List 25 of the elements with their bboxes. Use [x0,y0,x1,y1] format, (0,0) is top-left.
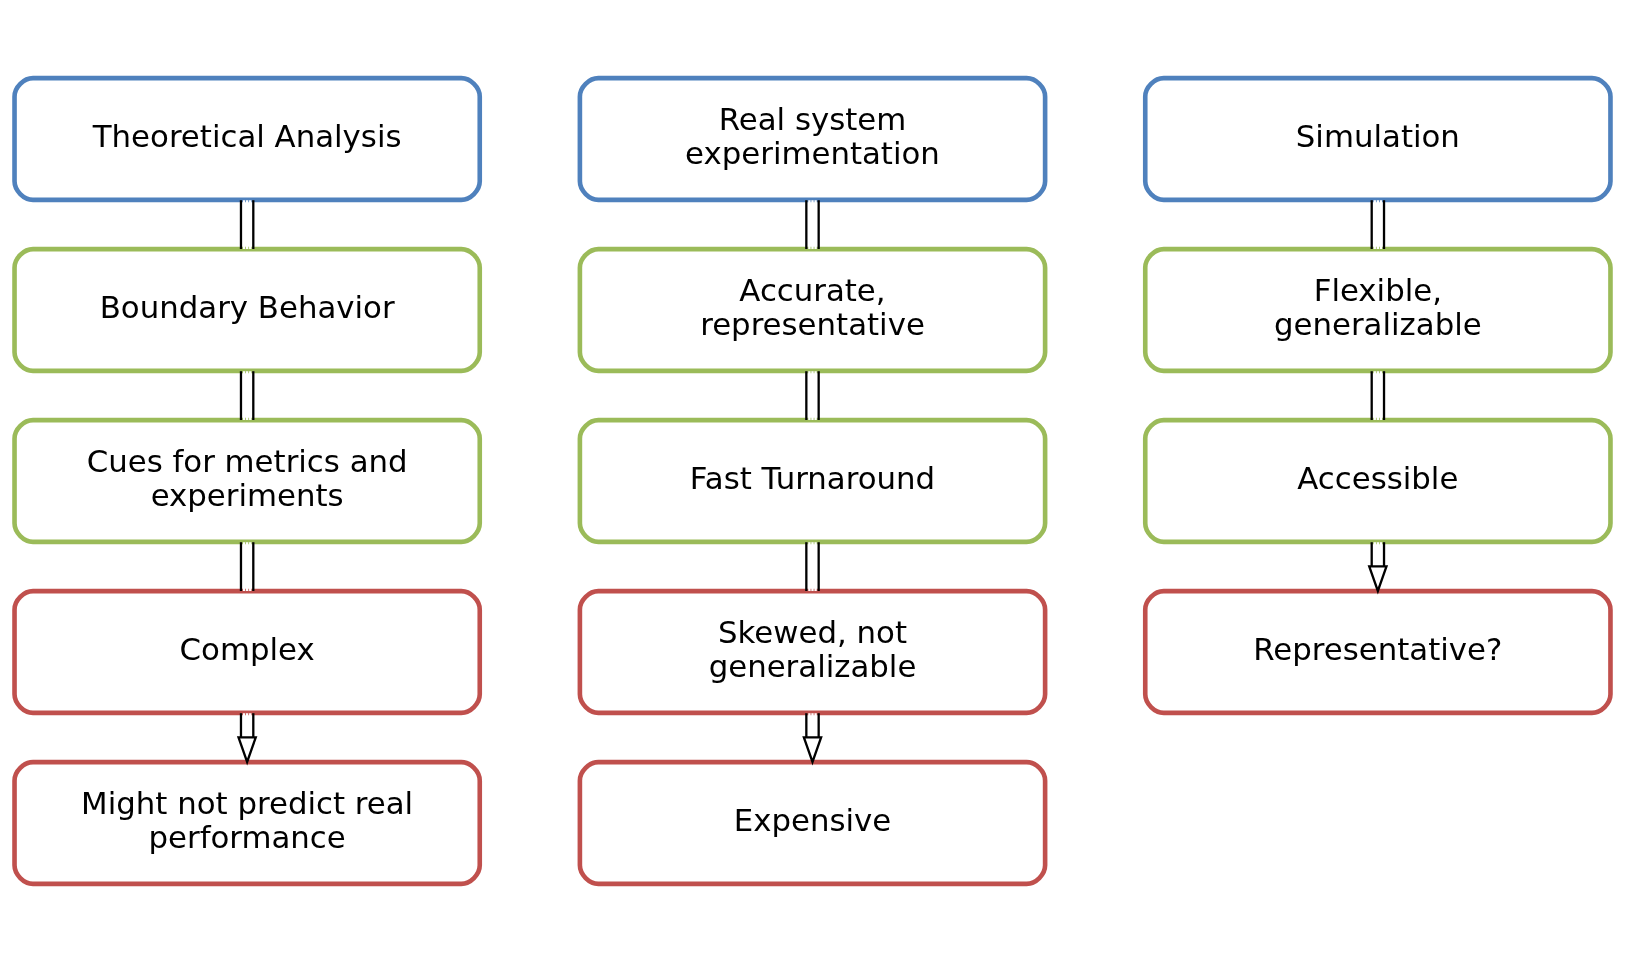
node-box: Might not predict real performance [12,759,483,887]
connector [805,200,820,249]
node-box: Fast Turnaround [577,417,1048,545]
connector [1370,371,1386,420]
node-box: Accurate, representative [577,246,1048,374]
node-box: Cues for metrics and experiments [12,417,483,545]
node-box: Real system experimentation [577,75,1048,203]
node-box: Representative? [1142,588,1613,716]
connector [805,371,820,420]
node-box: Boundary Behavior [12,246,483,374]
arrow [1367,542,1389,595]
connector [239,200,255,249]
node-box: Accessible [1142,417,1613,545]
connector [239,542,255,591]
arrow [236,713,258,766]
connector [805,542,820,591]
node-box: Skewed, not generalizable [577,588,1048,716]
node-box: Complex [12,588,483,716]
connector [1370,200,1386,249]
node-box: Simulation [1142,75,1613,203]
node-box: Expensive [577,759,1048,887]
node-box: Theoretical Analysis [12,75,483,203]
arrow [802,713,823,766]
connector [239,371,255,420]
node-box: Flexible, generalizable [1142,246,1613,374]
